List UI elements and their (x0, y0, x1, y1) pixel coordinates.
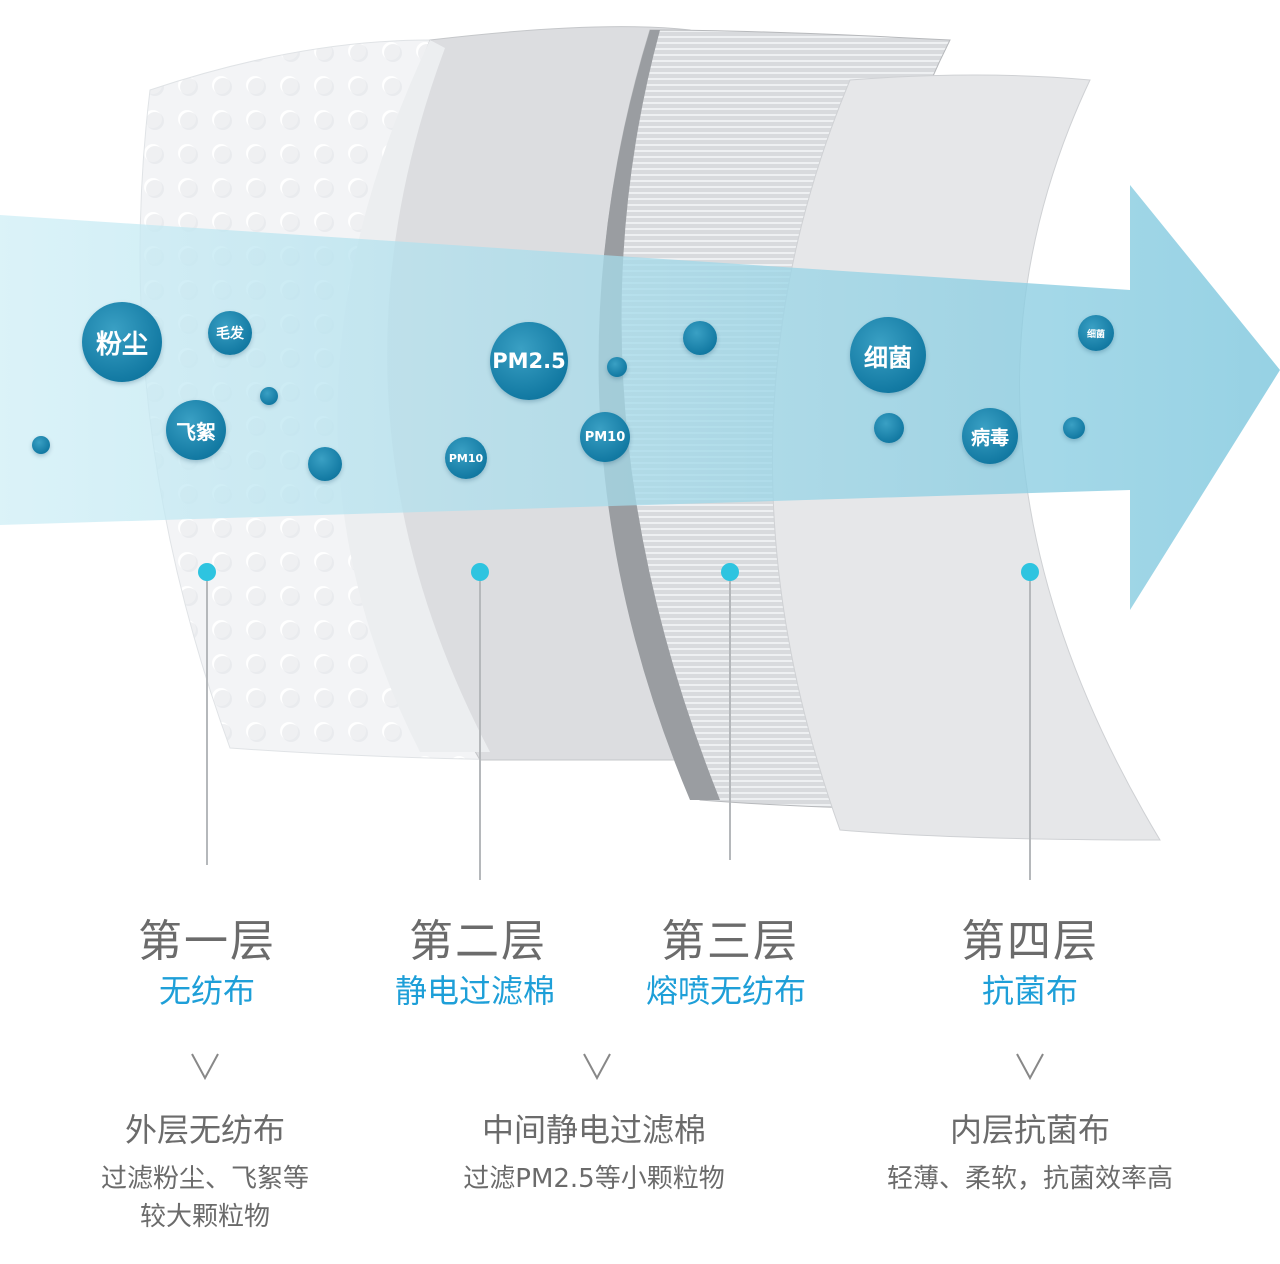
layer-2-material: 静电过滤棉 (394, 972, 556, 1010)
particle-fluff: 飞絮 (166, 400, 226, 460)
particle-hair: 毛发 (208, 311, 252, 355)
layer-4-material: 抗菌布 (981, 972, 1079, 1010)
outer-layer-heading: 外层无纺布 (124, 1111, 286, 1149)
layer-1-title: 第一层 (138, 916, 276, 967)
particle-pm10: PM10 (580, 412, 630, 462)
middle-layer-heading: 中间静电过滤棉 (481, 1111, 707, 1149)
particle-pm25: PM2.5 (490, 322, 568, 400)
particle-bacteria: 细菌 (850, 317, 926, 393)
particle-pm10: PM10 (445, 437, 487, 479)
particle-bacteria-small: 细菌 (1078, 315, 1114, 351)
outer-layer-desc-1: 过滤粉尘、飞絮等 (100, 1164, 310, 1194)
middle-layer-desc: 过滤PM2.5等小颗粒物 (463, 1164, 725, 1194)
chevron-down-icon (583, 1053, 611, 1080)
particle-virus: 病毒 (962, 408, 1018, 464)
inner-layer-desc: 轻薄、柔软，抗菌效率高 (886, 1164, 1174, 1194)
particle-dot (874, 413, 904, 443)
airflow-arrow (0, 185, 1280, 610)
layer-2-title: 第二层 (409, 916, 547, 967)
layer-1-material: 无纺布 (158, 972, 256, 1010)
layer-2-marker (471, 563, 489, 581)
particle-dust: 粉尘 (82, 302, 162, 382)
particle-dot (683, 321, 717, 355)
layer-3-marker (721, 563, 739, 581)
chevron-down-icon (191, 1053, 219, 1080)
particle-dot (308, 447, 342, 481)
particle-dot (607, 357, 627, 377)
outer-layer-desc-2: 较大颗粒物 (139, 1202, 271, 1232)
layer-4-marker (1021, 563, 1039, 581)
particle-dot (1063, 417, 1085, 439)
inner-layer-heading: 内层抗菌布 (949, 1111, 1111, 1149)
particle-dot (32, 436, 50, 454)
layer-4-title: 第四层 (961, 916, 1099, 967)
chevron-down-icon (1016, 1053, 1044, 1080)
particle-dot (260, 387, 278, 405)
layer-3-title: 第三层 (661, 916, 799, 967)
layer-1-marker (198, 563, 216, 581)
layer-3-material: 熔喷无纺布 (645, 972, 807, 1010)
